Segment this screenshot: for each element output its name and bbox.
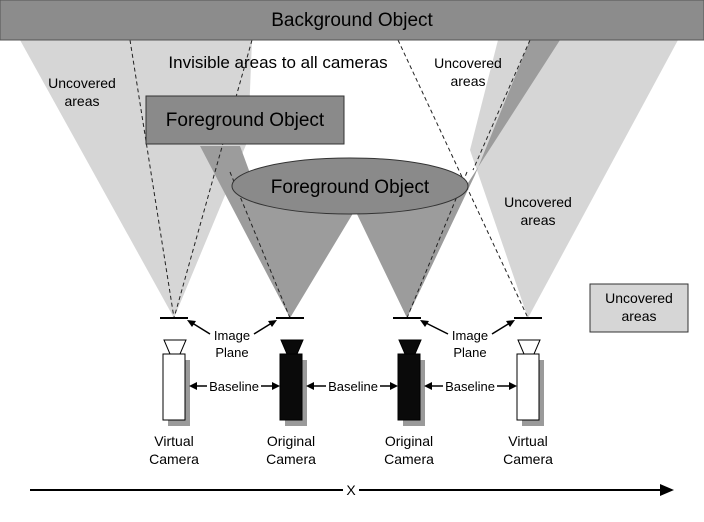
- camera-label-line1: Original: [385, 433, 433, 449]
- camera-label-line1: Virtual: [508, 433, 547, 449]
- foreground-object-rect: [145, 95, 345, 145]
- background-object: [0, 0, 704, 41]
- baseline-arrow-head: [509, 382, 517, 390]
- image-plane-right-line1: Image: [452, 328, 488, 343]
- original-camera-left: [279, 339, 307, 426]
- uncovered-right-line2: areas: [520, 212, 555, 228]
- foreground-object-ellipse-label: Foreground Object: [271, 177, 430, 198]
- image-plane-left-line2: Plane: [215, 345, 248, 360]
- camera-label-line2: Camera: [266, 451, 316, 467]
- x-axis-label: X: [346, 482, 356, 498]
- baseline-label: Baseline: [209, 379, 259, 394]
- uncovered-left-line1: Uncovered: [48, 75, 116, 91]
- right-original-camera-cone: [355, 40, 560, 318]
- image-plane-right-line2: Plane: [453, 345, 486, 360]
- camera-body: [516, 353, 540, 421]
- image-plane-arrow-head: [187, 320, 196, 327]
- camera-label-line1: Virtual: [154, 433, 193, 449]
- virtual-camera-right: [516, 339, 544, 426]
- camera-body: [397, 353, 421, 421]
- ray-line: [397, 39, 529, 319]
- camera-label-line1: Original: [267, 433, 315, 449]
- foreground-object-ellipse: [231, 157, 469, 215]
- uncovered-top-right-line1: Uncovered: [434, 55, 502, 71]
- legend-label-line1: Uncovered: [605, 290, 673, 306]
- original-camera-right: [397, 339, 425, 426]
- camera-body: [279, 353, 303, 421]
- ray-line: [173, 39, 253, 319]
- baseline-left: Baseline: [189, 378, 280, 394]
- background-object-label: Background Object: [271, 10, 433, 31]
- baseline-arrow-head: [390, 382, 398, 390]
- baseline-arrow-head: [424, 382, 432, 390]
- ray-line: [129, 39, 175, 319]
- camera-label-line2: Camera: [149, 451, 199, 467]
- camera-body: [162, 353, 186, 421]
- baseline-label-bg: [443, 378, 497, 394]
- uncovered-left-line2: areas: [64, 93, 99, 109]
- ray-line: [472, 39, 531, 171]
- x-axis-label-bg: [343, 481, 359, 499]
- baseline-label-bg: [207, 378, 261, 394]
- baseline-arrow-head: [189, 382, 197, 390]
- baseline-label: Baseline: [328, 379, 378, 394]
- virtual-camera-left: [162, 339, 190, 426]
- image-plane-arrow-head: [506, 320, 515, 327]
- baseline-label-bg: [326, 378, 380, 394]
- image-plane-left-line1: Image: [214, 328, 250, 343]
- camera-label-line2: Camera: [503, 451, 553, 467]
- legend-label-line2: areas: [621, 308, 656, 324]
- x-axis-arrow-head: [660, 484, 674, 496]
- ray-line: [229, 171, 291, 319]
- baseline-arrow-head: [272, 382, 280, 390]
- baseline-right: Baseline: [424, 378, 517, 394]
- image-plane-arrow-head: [268, 320, 277, 327]
- camera-lens: [163, 339, 187, 355]
- foreground-object-rect-label: Foreground Object: [166, 110, 325, 131]
- baseline-label: Baseline: [445, 379, 495, 394]
- camera-lens: [517, 339, 541, 355]
- camera-lens: [280, 339, 304, 355]
- baseline-arrow-head: [306, 382, 314, 390]
- uncovered-areas-legend: [589, 283, 689, 333]
- camera-label-line2: Camera: [384, 451, 434, 467]
- baseline-middle: Baseline: [306, 378, 398, 394]
- ray-line: [406, 171, 468, 319]
- camera-lens: [398, 339, 422, 355]
- right-virtual-camera-cone: [470, 40, 678, 318]
- uncovered-top-right-line2: areas: [450, 73, 485, 89]
- image-plane-arrow-head: [420, 320, 429, 327]
- uncovered-right-line1: Uncovered: [504, 194, 572, 210]
- invisible-areas-label: Invisible areas to all cameras: [168, 53, 387, 72]
